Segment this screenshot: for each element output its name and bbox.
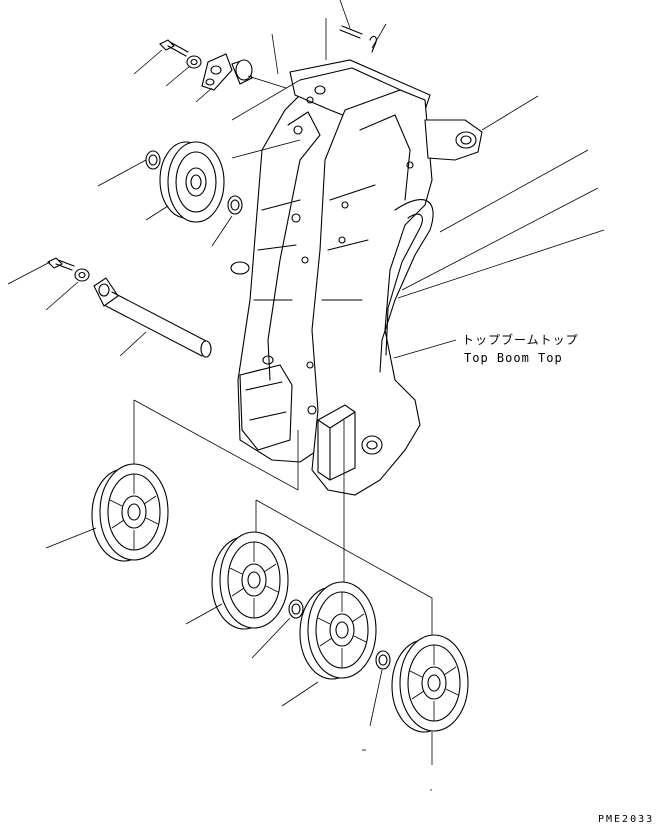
upper-sheave <box>159 141 225 223</box>
washer <box>74 268 90 282</box>
callout-label-en: Top Boom Top <box>464 351 563 365</box>
top-boom-top-frame <box>237 59 483 496</box>
long-pin <box>93 277 212 358</box>
bolt <box>159 39 189 57</box>
split-pin <box>339 25 377 53</box>
sheave <box>91 463 169 562</box>
pin-plate <box>201 53 253 91</box>
ring <box>375 650 391 670</box>
bolt <box>47 257 75 271</box>
ring <box>288 599 304 619</box>
leader-lines <box>7 0 605 727</box>
callout-label-jp: トップブームトップ <box>462 333 579 347</box>
ring <box>230 261 250 275</box>
washer <box>186 55 202 69</box>
sheave <box>299 581 377 680</box>
sheave <box>211 531 289 630</box>
assembly-lines <box>133 18 433 765</box>
sheave <box>391 634 469 733</box>
ring <box>145 150 161 170</box>
ring <box>227 195 243 215</box>
drawing-code: PME2033 <box>598 814 655 825</box>
